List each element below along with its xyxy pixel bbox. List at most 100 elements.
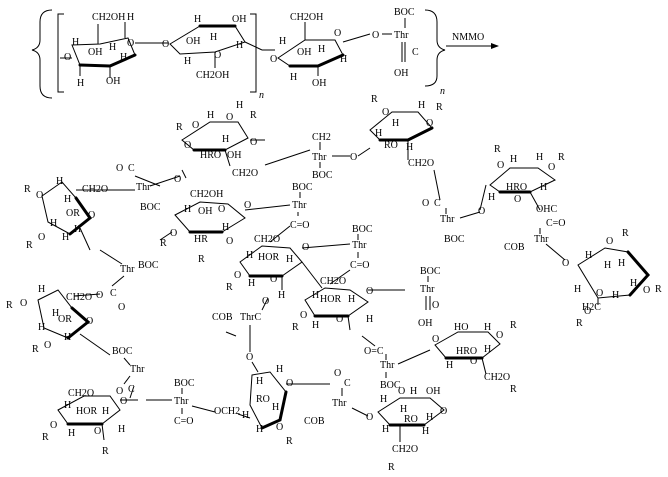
- label-h: H: [400, 404, 407, 415]
- glucose-ring: [479, 167, 556, 211]
- label-h: H: [184, 204, 191, 215]
- label-or: OR: [66, 208, 80, 219]
- label-o: O: [478, 206, 485, 217]
- label-o: O: [170, 228, 177, 239]
- label-o: O: [302, 242, 309, 253]
- label-h: H: [246, 250, 253, 261]
- label-h: H: [536, 152, 543, 163]
- label-o: O: [192, 120, 199, 131]
- label-hr: HR: [194, 234, 208, 245]
- glucose-ring: [369, 111, 434, 160]
- outer-left-brace: [31, 9, 53, 99]
- label-boc: BOC: [138, 260, 159, 271]
- label-o: O: [596, 288, 603, 299]
- label-o: O: [422, 198, 429, 209]
- label-o: O: [94, 426, 101, 437]
- label-h: H: [380, 394, 387, 405]
- label-hor: HOR: [320, 294, 341, 305]
- label-o: O: [432, 300, 439, 311]
- label-r: R: [250, 110, 257, 121]
- label-r: R: [26, 240, 33, 251]
- label-ro: RO: [404, 414, 418, 425]
- label-h: H: [210, 32, 217, 43]
- label-o: O: [270, 54, 277, 65]
- label-hor: HOR: [76, 406, 97, 417]
- label-ch2o: CH2O: [484, 372, 510, 383]
- label-boc: BOC: [292, 182, 313, 193]
- label-h: H: [276, 364, 283, 375]
- label-o: O: [270, 274, 277, 285]
- label-o: O: [350, 152, 357, 163]
- label-hor: HOR: [258, 252, 279, 263]
- label-h: H: [38, 322, 45, 333]
- label-o: O: [606, 236, 613, 247]
- starting-material: CH2OH H O O H OH H H OH H O H OH OH H H …: [31, 7, 499, 101]
- label-ch2o: CH2O: [320, 276, 346, 287]
- label-h: H: [77, 78, 84, 89]
- label-r: R: [655, 284, 662, 295]
- label-ch2o: CH2O: [232, 168, 258, 179]
- label-h: H: [242, 410, 249, 421]
- label-h: H: [256, 424, 263, 435]
- label-o: O: [470, 356, 477, 367]
- label-o: O: [162, 39, 169, 50]
- label-o: O: [88, 210, 95, 221]
- label-h: H: [484, 322, 491, 333]
- label-h: H: [102, 406, 109, 417]
- label-o: O: [218, 204, 225, 215]
- label-oh: OH: [394, 68, 408, 79]
- label-h: H: [612, 290, 619, 301]
- label-oh: OH: [106, 76, 120, 87]
- label-cob: COB: [504, 242, 525, 253]
- glucose-ring: [169, 24, 263, 68]
- label-h: H: [72, 37, 79, 48]
- label-h: H: [120, 52, 127, 63]
- label-r: R: [510, 320, 517, 331]
- label-c: C: [128, 163, 135, 174]
- label-o: O: [127, 38, 134, 49]
- label-c: C: [412, 47, 419, 58]
- label-o: O: [246, 352, 253, 363]
- label-boc: BOC: [380, 380, 401, 391]
- label-o: O: [38, 232, 45, 243]
- label-ch2o: CH2O: [254, 234, 280, 245]
- glucose-ring: [277, 22, 371, 76]
- label-boc: BOC: [140, 202, 161, 213]
- label-h: H: [286, 254, 293, 265]
- label-boc: BOC: [174, 378, 195, 389]
- label-ro: RO: [384, 140, 398, 151]
- label-h: H: [74, 224, 81, 235]
- label-ch2oh: CH2OH: [92, 12, 125, 23]
- label-thr: Thr: [420, 284, 435, 295]
- label-co: C=O: [290, 220, 310, 231]
- label-boc: BOC: [420, 266, 441, 277]
- label-oh: OH: [227, 150, 241, 161]
- label-h: H: [366, 314, 373, 325]
- label-h: H: [574, 284, 581, 295]
- label-h: H: [256, 376, 263, 387]
- label-r: R: [436, 102, 443, 113]
- label-c: C: [434, 198, 441, 209]
- label-cob: COB: [304, 416, 325, 427]
- glucose-ring: [60, 22, 168, 78]
- label-boc: BOC: [394, 7, 415, 18]
- label-h: H: [64, 332, 71, 343]
- label-o: O: [366, 412, 373, 423]
- label-thr: Thr: [136, 182, 151, 193]
- label-o: O: [336, 314, 343, 325]
- label-o: O: [334, 28, 341, 39]
- label-o: O: [334, 368, 341, 379]
- label-o: O: [226, 236, 233, 247]
- glucose-ring: [181, 121, 265, 167]
- label-o: O: [174, 174, 181, 185]
- label-h: H: [406, 142, 413, 153]
- label-o: O: [214, 50, 221, 61]
- label-h: H: [340, 54, 347, 65]
- label-h: H: [278, 290, 285, 301]
- label-r: R: [102, 446, 109, 457]
- label-h: H: [312, 320, 319, 331]
- label-ch2oh: CH2OH: [190, 189, 223, 200]
- label-h: H: [38, 284, 45, 295]
- label-thr: Thr: [130, 364, 145, 375]
- label-oh: OH: [198, 206, 212, 217]
